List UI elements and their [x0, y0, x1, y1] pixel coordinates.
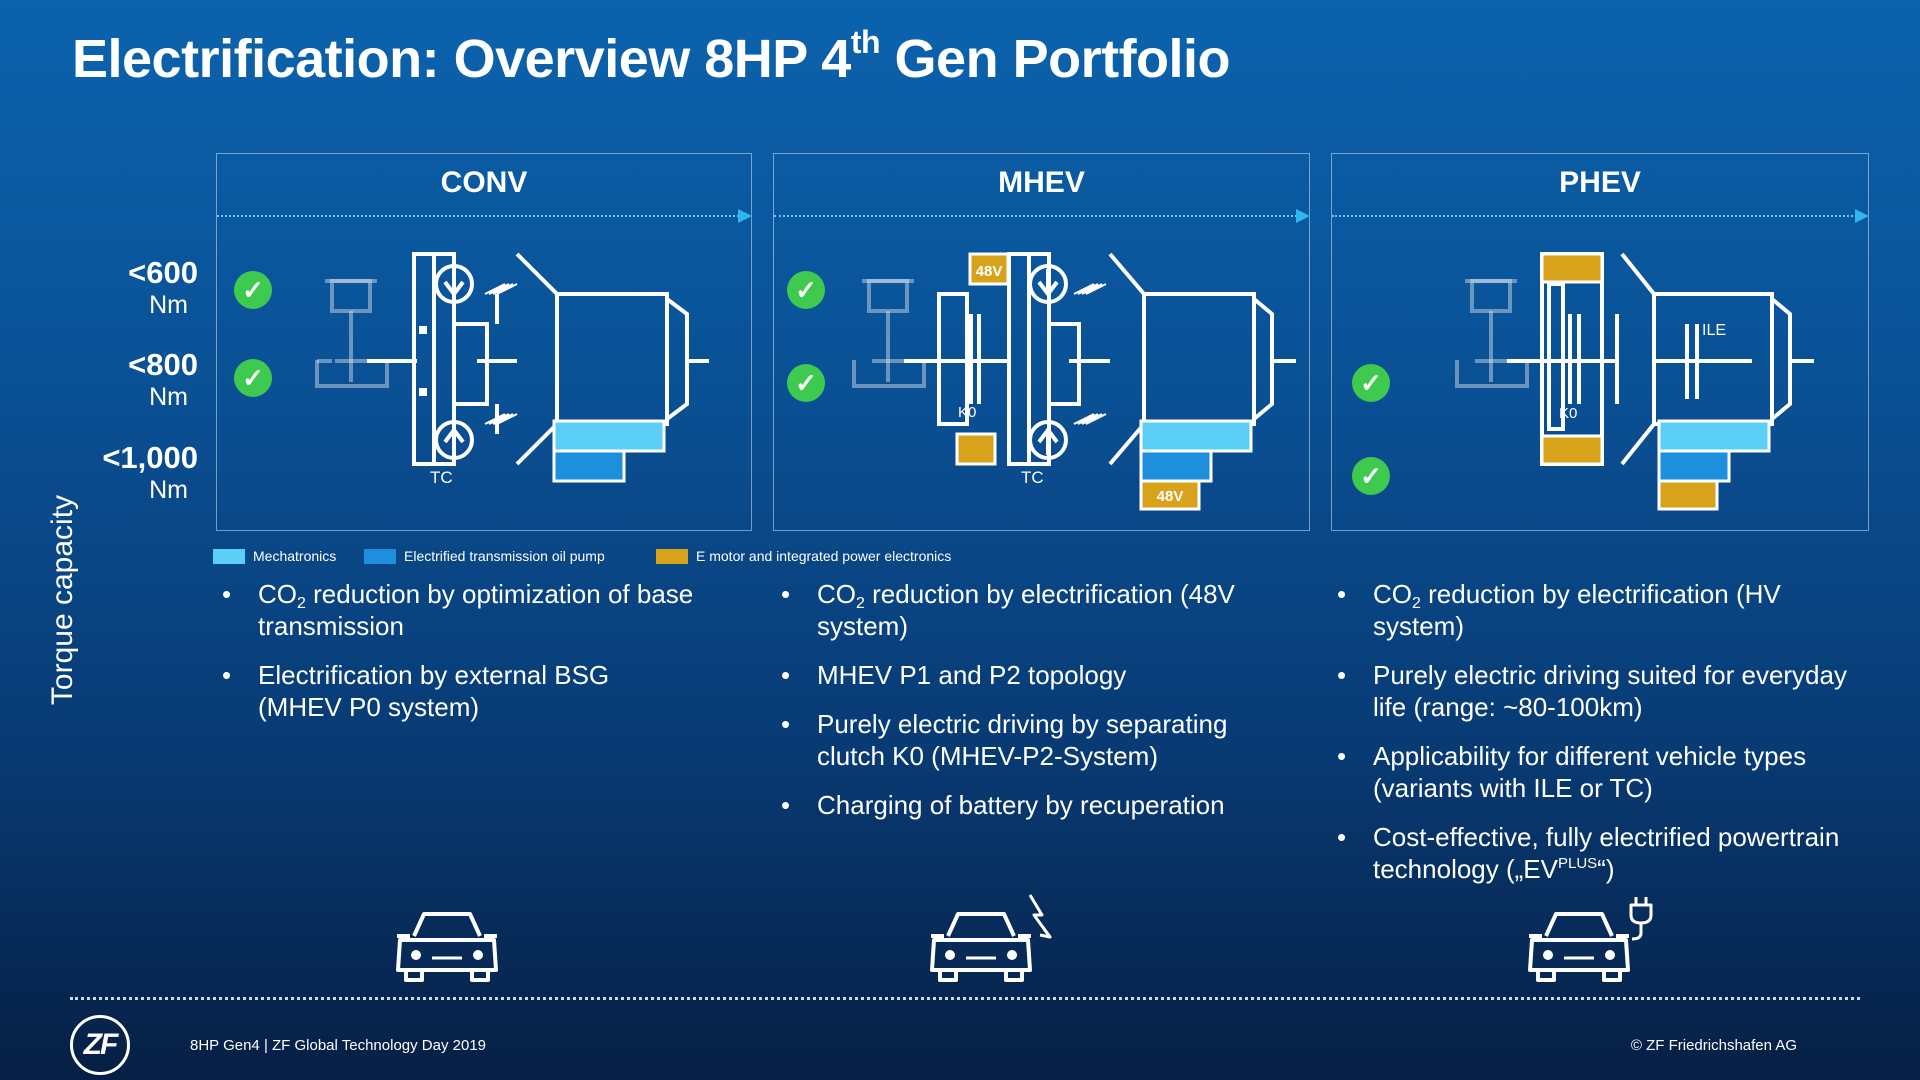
list-item: Cost-effective, fully electrified powert…	[1335, 821, 1875, 885]
label-48v-top: 48V	[976, 263, 1003, 280]
list-item: CO2 reduction by electrification (48V sy…	[779, 578, 1259, 642]
label-tc: TC	[1021, 468, 1044, 487]
arrow-right-icon	[1855, 209, 1869, 223]
transmission-diagram-conv: TC	[315, 252, 709, 487]
label-k0: K0	[958, 404, 976, 421]
car-plug-icon	[1528, 897, 1653, 982]
bullets-mhev: CO2 reduction by electrification (48V sy…	[779, 578, 1259, 838]
panel-divider	[1332, 215, 1860, 217]
list-item: Purely electric driving by separating cl…	[779, 708, 1259, 772]
car-icon	[396, 912, 498, 982]
arrow-right-icon	[1296, 209, 1310, 223]
panel-divider	[774, 215, 1301, 217]
label-tc: TC	[430, 468, 453, 487]
panel-title-conv: CONV	[440, 166, 528, 199]
check-circle-icon: ✓	[787, 364, 825, 402]
label-k0: K0	[1559, 405, 1577, 422]
footer-divider	[70, 997, 1860, 1000]
panel-mhev: MHEV ✓ ✓	[773, 153, 1310, 531]
list-item: Purely electric driving suited for every…	[1335, 659, 1875, 723]
list-item: Applicability for different vehicle type…	[1335, 740, 1875, 804]
zf-logo: ZF	[70, 1015, 130, 1075]
legend-swatch	[364, 549, 396, 564]
bullets-conv: CO2 reduction by optimization of base tr…	[220, 578, 700, 740]
list-item: MHEV P1 and P2 topology	[779, 659, 1259, 691]
arrow-right-icon	[738, 209, 752, 223]
page-title: Electrification: Overview 8HP 4th Gen Po…	[72, 24, 1231, 89]
panel-conv: CONV ✓ ✓	[216, 153, 752, 531]
panel-title-mhev: MHEV	[998, 166, 1085, 199]
panel-title-phev: PHEV	[1559, 166, 1641, 199]
label-ile: ILE	[1702, 322, 1726, 339]
torque-axis-label: Torque capacity	[46, 494, 79, 706]
check-circle-icon: ✓	[1352, 364, 1390, 402]
list-item: Electrification by external BSG (MHEV P0…	[220, 659, 700, 723]
legend-swatch	[213, 549, 245, 564]
check-circle-icon: ✓	[1352, 457, 1390, 495]
car-lightning-icon	[930, 894, 1052, 982]
transmission-diagram-phev: K0 ILE	[1455, 252, 1814, 511]
transmission-diagram-mhev: 48V K0 48V TC	[852, 252, 1296, 511]
check-circle-icon: ✓	[787, 271, 825, 309]
footer-copyright: © ZF Friedrichshafen AG	[1630, 1037, 1797, 1054]
label-48v-bottom: 48V	[1157, 488, 1184, 505]
footer-event: 8HP Gen4 | ZF Global Technology Day 2019	[190, 1037, 487, 1054]
panel-phev: PHEV ✓ ✓ K0 ILE	[1331, 153, 1869, 531]
list-item: CO2 reduction by electrification (HV sys…	[1335, 578, 1875, 642]
panel-divider	[217, 215, 743, 217]
check-circle-icon: ✓	[234, 359, 272, 397]
check-circle-icon: ✓	[234, 271, 272, 309]
legend-swatch	[656, 549, 688, 564]
list-item: CO2 reduction by optimization of base tr…	[220, 578, 700, 642]
list-item: Charging of battery by recuperation	[779, 789, 1259, 821]
bullets-phev: CO2 reduction by electrification (HV sys…	[1335, 578, 1875, 902]
